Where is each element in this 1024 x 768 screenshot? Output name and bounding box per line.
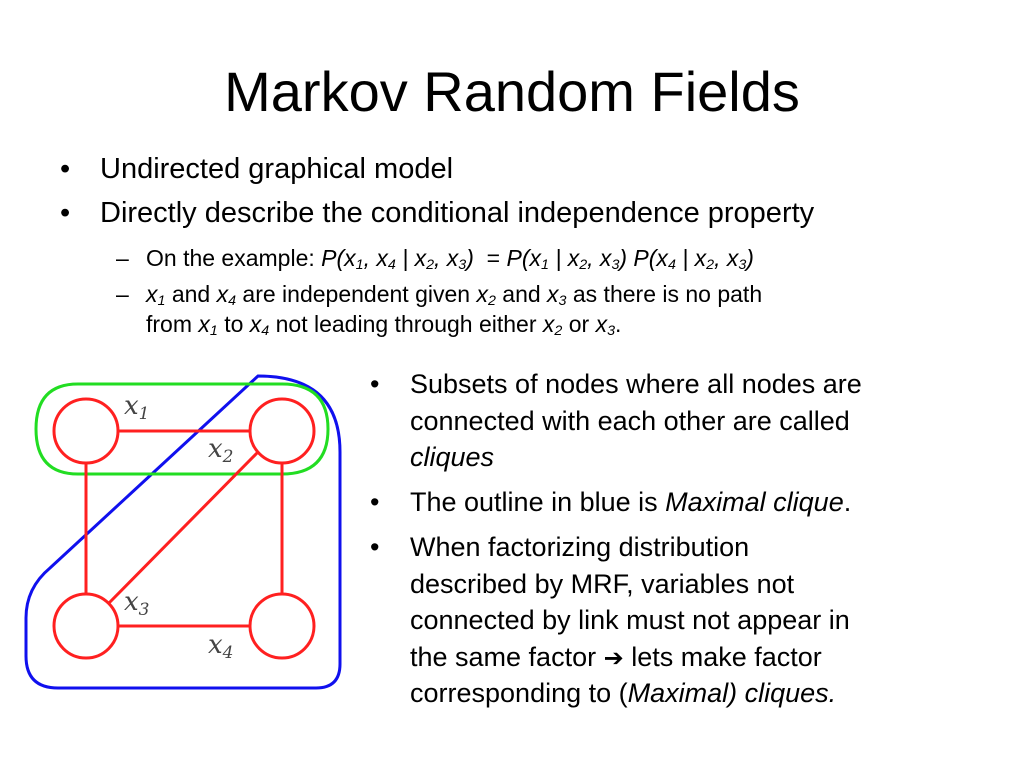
label-x2: x2 (208, 434, 234, 467)
example-formula: On the example: P(x1, x4 | x2, x3) = P(x… (146, 245, 754, 274)
cliques-line-2: connected with each other are called (410, 405, 850, 436)
factorizing-line-1: When factorizing distribution (410, 532, 750, 562)
bullet-dot: • (370, 532, 380, 562)
label-x1: x1 (124, 391, 150, 424)
factorizing-line-2: described by MRF, variables not (410, 568, 795, 599)
bullet-text: Directly describe the conditional indepe… (100, 197, 815, 229)
cliques-line-3: cliques (410, 442, 495, 472)
bullet-dot: • (370, 369, 380, 399)
bullet-dot: • (370, 487, 380, 517)
cliques-line-1: Subsets of nodes where all nodes are (410, 369, 862, 399)
node-x3 (52, 592, 120, 660)
factorizing-line-5: corresponding to (Maximal) cliques. (410, 678, 837, 708)
graph-nodes (52, 397, 316, 660)
node-x1 (52, 397, 120, 465)
slide-title: Markov Random Fields (224, 60, 800, 123)
independence-line-2: from x1 to x4 not leading through either… (146, 311, 622, 340)
maximal-clique-line: The outline in blue is Maximal clique. (410, 487, 852, 517)
edge-x2-x3 (106, 450, 260, 606)
label-x4: x4 (208, 630, 234, 663)
factorizing-line-4: the same factor ➔ lets make factor (410, 641, 822, 672)
maximal-clique-outline (24, 374, 342, 690)
graph-edges (84, 429, 284, 628)
dash-marker: – (116, 245, 129, 271)
independence-line-1: x1 and x4 are independent given x2 and x… (146, 281, 763, 310)
factorizing-line-3: connected by link must not appear in (410, 605, 850, 635)
bullet-dot: • (60, 197, 71, 229)
label-x3: x3 (124, 587, 150, 620)
dash-marker: – (116, 281, 129, 307)
node-x4 (248, 592, 316, 660)
bullet-dot: • (60, 153, 71, 185)
bullet-text: Undirected graphical model (100, 153, 454, 185)
arrow-icon: ➔ (603, 643, 624, 672)
node-x2 (248, 397, 316, 465)
